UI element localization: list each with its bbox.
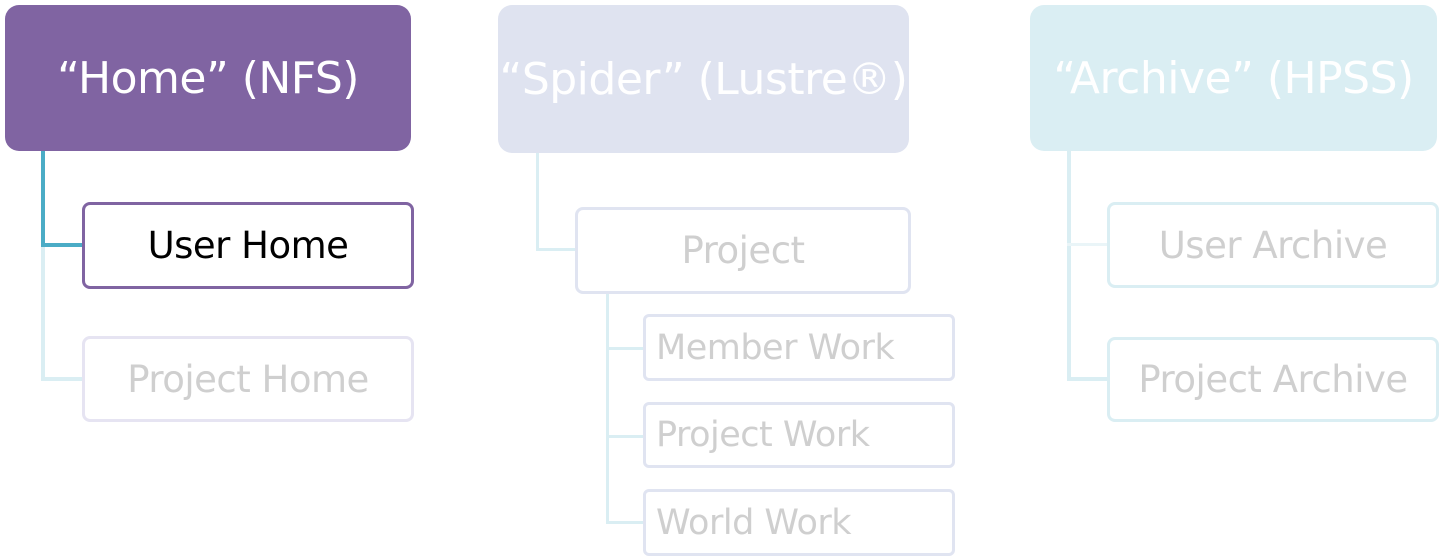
- archive-hpss-header[interactable]: “Archive” (HPSS): [1030, 5, 1437, 151]
- project-home-label: Project Home: [127, 357, 369, 401]
- project-home-node[interactable]: Project Home: [82, 336, 414, 422]
- connector-member-work-horizontal: [606, 347, 644, 350]
- connector-world-work-horizontal: [606, 521, 644, 524]
- home-nfs-header[interactable]: “Home” (NFS): [5, 5, 411, 151]
- connector-project-work-horizontal: [606, 435, 644, 438]
- connector-spider-project-vertical: [536, 153, 539, 251]
- spider-lustre-title: “Spider” (Lustre®): [499, 53, 908, 105]
- project-label: Project: [681, 229, 805, 272]
- project-node[interactable]: Project: [575, 207, 911, 294]
- connector-project-children-vertical: [606, 294, 609, 523]
- member-work-node[interactable]: Member Work: [643, 314, 955, 381]
- connector-home-project-horizontal: [41, 377, 83, 381]
- spider-lustre-header[interactable]: “Spider” (Lustre®): [498, 5, 909, 153]
- home-nfs-title: “Home” (NFS): [57, 52, 359, 104]
- connector-archive-vertical: [1067, 151, 1071, 381]
- connector-user-archive-horizontal: [1067, 243, 1108, 246]
- connector-project-archive-horizontal: [1067, 377, 1108, 381]
- user-home-node[interactable]: User Home: [82, 202, 414, 289]
- world-work-node[interactable]: World Work: [643, 489, 955, 556]
- project-work-label: Project Work: [656, 415, 870, 455]
- member-work-label: Member Work: [656, 327, 895, 368]
- connector-spider-project-horizontal: [536, 248, 576, 251]
- connector-home-user-horizontal: [41, 243, 83, 247]
- project-work-node[interactable]: Project Work: [643, 402, 955, 468]
- archive-hpss-title: “Archive” (HPSS): [1053, 52, 1414, 104]
- world-work-label: World Work: [656, 502, 852, 543]
- project-archive-label: Project Archive: [1138, 358, 1408, 401]
- connector-home-user-vertical: [41, 151, 45, 247]
- user-archive-node[interactable]: User Archive: [1107, 202, 1439, 288]
- user-home-label: User Home: [147, 224, 349, 267]
- user-archive-label: User Archive: [1158, 223, 1388, 267]
- project-archive-node[interactable]: Project Archive: [1107, 337, 1439, 422]
- connector-home-project-vertical: [41, 247, 45, 381]
